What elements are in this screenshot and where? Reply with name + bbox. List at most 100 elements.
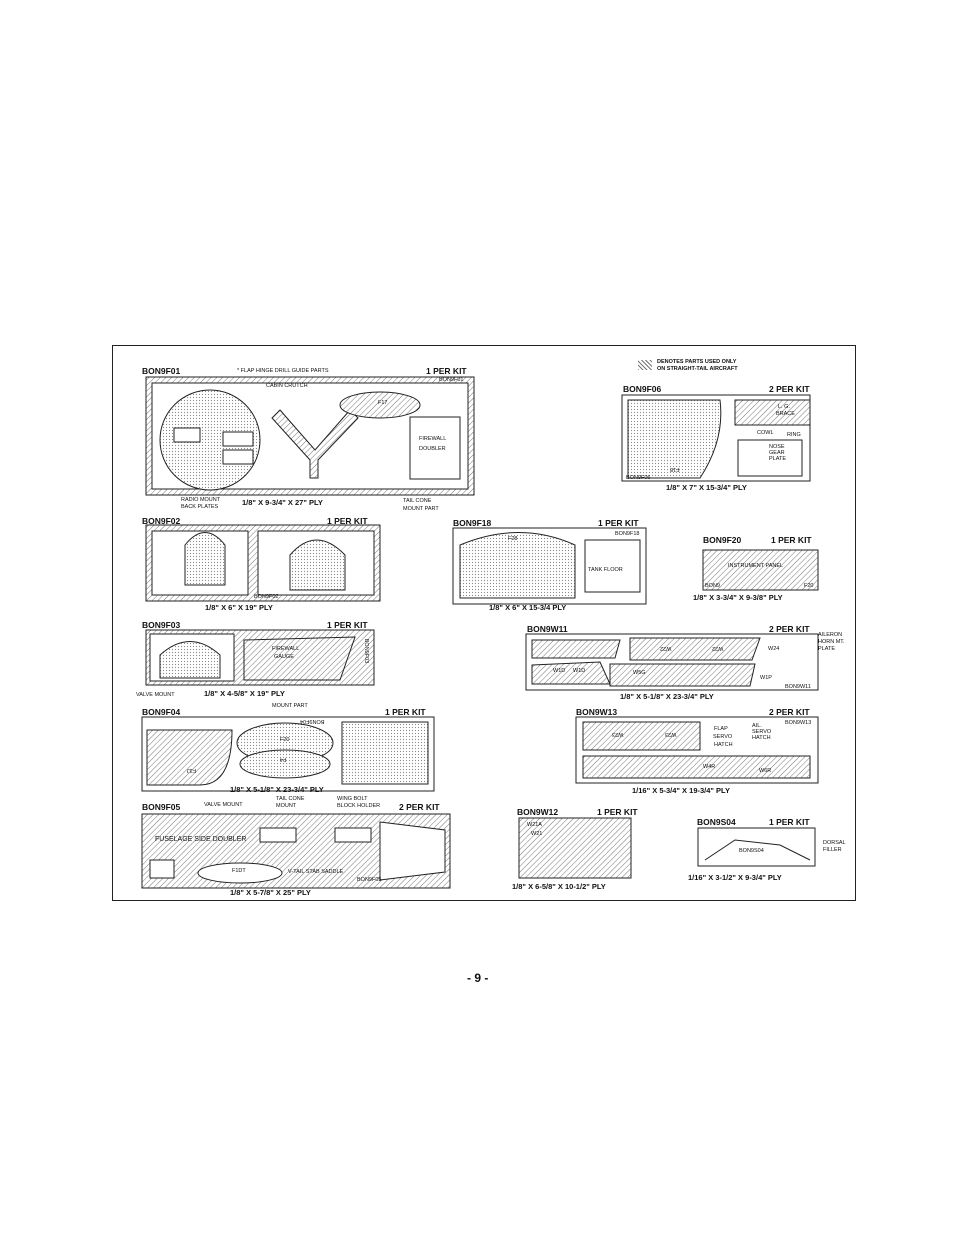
hatch-legend-swatch: [638, 360, 652, 370]
page-number: - 9 -: [467, 971, 489, 985]
sheet-qty: 2 PER KIT: [399, 802, 440, 812]
sheet-size: 1/8" X 6-5/8" X 10-1/2" PLY: [512, 882, 606, 891]
sheet-qty: 1 PER KIT: [327, 516, 368, 526]
sheet-qty: 1 PER KIT: [769, 817, 810, 827]
sheet-id: BON9F05: [142, 802, 181, 812]
callout-label: PLATE: [818, 646, 836, 652]
legend-line-1: DENOTES PARTS USED ONLY: [657, 359, 737, 365]
sheet-qty: 2 PER KIT: [769, 707, 810, 717]
part-label: W5G: [633, 670, 646, 676]
part-label: FLAP: [714, 726, 728, 732]
legend-line-2: ON STRAIGHT-TAIL AIRCRAFT: [657, 366, 738, 372]
parts-sheet-frame: [112, 345, 856, 901]
sheet-id: BON9F03: [142, 620, 181, 630]
part-label: INSTRUMENT PANEL: [728, 563, 784, 569]
part-label: V-TAIL STAB SADDLE: [288, 869, 344, 875]
sheet-qty: 1 PER KIT: [426, 366, 467, 376]
part-label: W23: [612, 731, 624, 737]
callout-label: HORN MT.: [818, 639, 845, 645]
sheet-size: 1/8" X 5-1/8" X 23-3/4" PLY: [620, 692, 714, 701]
sheet-size: 1/8" X 3-3/4" X 9-3/8" PLY: [693, 593, 783, 602]
sheet-id: BON9F02: [142, 516, 181, 526]
part-label: W4R: [703, 764, 716, 770]
part-label: L. G.: [778, 404, 790, 410]
sheet-id: BON9S04: [697, 817, 736, 827]
part-label: W24: [768, 646, 780, 652]
sheet-size: 1/8" X 6" X 15-3/4 PLY: [489, 603, 567, 612]
part-label: F3J: [187, 767, 197, 773]
sheet-stamp: BON9S04: [739, 848, 764, 854]
part-label: W23: [665, 731, 677, 737]
callout-label: DORSAL: [823, 840, 846, 846]
sheet-stamp: BON9F06: [626, 475, 651, 481]
sheet-id: BON9W13: [576, 707, 618, 717]
sheet-qty: 2 PER KIT: [769, 384, 810, 394]
sheet-id: BON9F04: [142, 707, 181, 717]
sheet-qty: 1 PER KIT: [385, 707, 426, 717]
part-label: BON9: [705, 583, 720, 589]
sheet-stamp: BON9F04: [300, 718, 325, 724]
sheet-qty: 1 PER KIT: [597, 807, 638, 817]
sheet-id: BON9W12: [517, 807, 559, 817]
sheet-qty: 2 PER KIT: [769, 624, 810, 634]
part-label: FUSELAGE SIDE DOUBLER: [155, 836, 247, 843]
part-label: W1D: [573, 668, 586, 674]
sheet-qty: 1 PER KIT: [598, 518, 639, 528]
part-label: COWL: [757, 430, 774, 436]
sheet-size: 1/8" X 4-5/8" X 19" PLY: [204, 689, 285, 698]
sheet-stamp: BON9W13: [785, 720, 812, 726]
part-label: GAUGE: [274, 654, 294, 660]
part-label: W21: [531, 831, 543, 837]
sheet-size: 1/8" X 7" X 15-3/4" PLY: [666, 483, 747, 492]
sheet-size: 1/16" X 5-3/4" X 19-3/4" PLY: [632, 786, 730, 795]
part-label: PLATE: [769, 456, 787, 462]
part-label: F1DT: [232, 868, 246, 874]
callout-label: AILERON: [818, 632, 843, 638]
callout-label: FILLER: [823, 847, 842, 853]
callout-label: MOUNT PART: [272, 703, 308, 709]
part-label: GEAR: [769, 450, 785, 456]
part-label: F20: [280, 737, 290, 743]
sheet-stamp: BON9F02: [254, 594, 279, 600]
sheet-id: BON9W11: [527, 624, 568, 634]
part-label: SERVO: [752, 729, 772, 735]
callout-label: VALVE MOUNT: [204, 802, 243, 808]
sheet-stamp: BON9F01: [439, 377, 464, 383]
part-label: F28: [508, 536, 518, 542]
sheet-size: 1/8" X 9-3/4" X 27" PLY: [242, 498, 323, 507]
part-label: AIL.: [752, 723, 762, 729]
part-label: W1P: [760, 675, 772, 681]
part-label: W22: [712, 645, 724, 651]
sheet-note: * FLAP HINGE DRILL GUIDE PARTS: [237, 368, 329, 374]
part-label: W22: [660, 645, 672, 651]
part-label: RING: [787, 432, 801, 438]
sheet-size: 1/8" X 6" X 19" PLY: [205, 603, 273, 612]
callout-label: MOUNT PART: [403, 506, 439, 512]
part-label: BRACE: [776, 411, 795, 417]
part-label: F17: [378, 400, 388, 406]
part-label: F20: [804, 583, 814, 589]
sheet-qty: 1 PER KIT: [771, 535, 812, 545]
part-label: CABIN CRUTCH: [266, 383, 308, 389]
sheet-size: 1/16" X 3-1/2" X 9-3/4" PLY: [688, 873, 782, 882]
sheet-stamp: BON9F18: [615, 531, 640, 537]
sheet-id: BON9F20: [703, 535, 742, 545]
sheet-size: 1/8" X 5-7/8" X 25" PLY: [230, 888, 311, 897]
part-label: W1D: [553, 668, 566, 674]
callout-label: TAIL CONE: [276, 796, 305, 802]
callout-label: WING BOLT: [337, 796, 368, 802]
part-label: F18: [670, 466, 680, 472]
part-label: NOSE: [769, 444, 785, 450]
callout-label: MOUNT: [276, 803, 297, 809]
part-label: SERVO: [713, 734, 733, 740]
sheet-id: BON9F01: [142, 366, 181, 376]
sheet-stamp: BON9W11: [785, 684, 811, 690]
callout-label: TAIL CONE: [403, 498, 432, 504]
part-label: HATCH: [714, 742, 733, 748]
part-label: W21A: [527, 822, 542, 828]
part-label: FIREWALL: [419, 436, 447, 442]
part-label: FIREWALL: [272, 646, 300, 652]
sheet-stamp: BON9F05: [357, 877, 382, 883]
sheet-id: BON9F06: [623, 384, 662, 394]
